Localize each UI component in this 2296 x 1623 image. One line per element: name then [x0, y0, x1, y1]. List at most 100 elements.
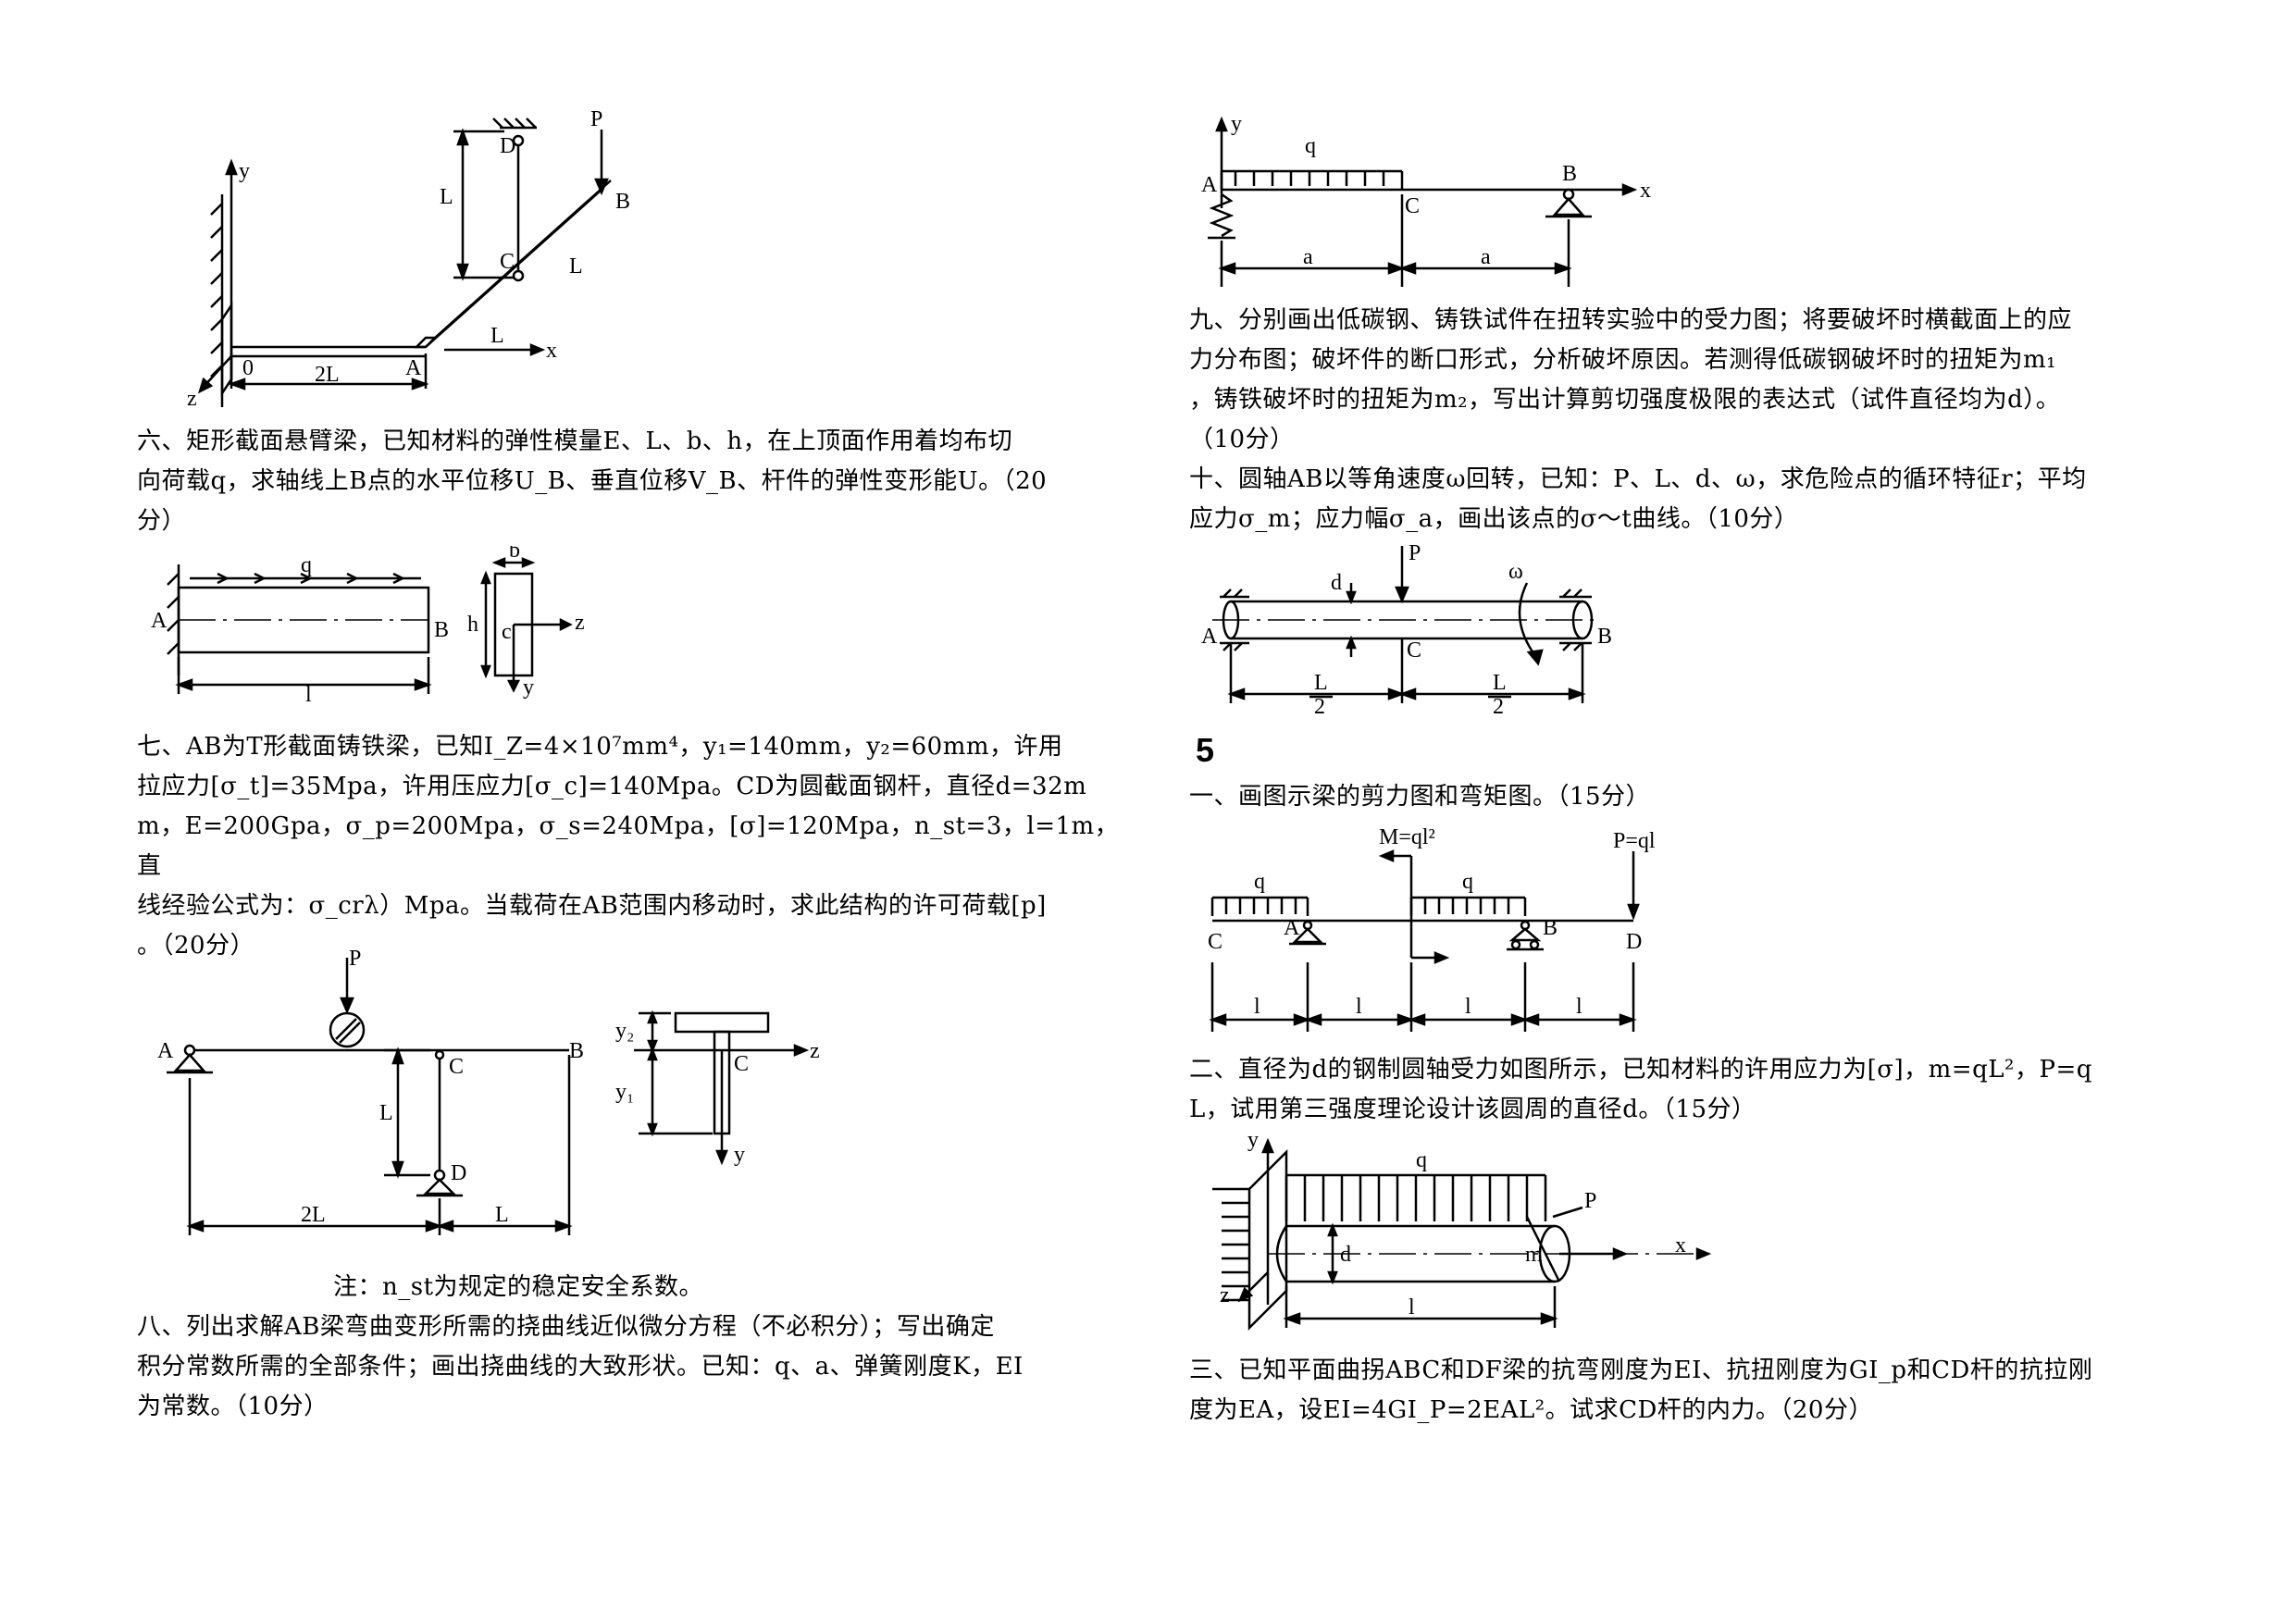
q2-line-2: L，试用第三强度理论设计该圆周的直径d。（15分）	[1189, 1096, 1756, 1123]
q8-line-3: 为常数。（10分）	[137, 1393, 329, 1420]
label-l: l	[1409, 1295, 1415, 1319]
question-1: 一、画图示梁的剪力图和弯矩图。（15分）	[1189, 777, 2189, 817]
label-2-right: 2	[1493, 695, 1504, 717]
label-x: x	[1640, 179, 1651, 203]
label-L-vertical: L	[440, 185, 453, 209]
note-nst: 注：n_st为规定的稳定安全系数。	[333, 1268, 703, 1307]
label-y: y	[1247, 1134, 1259, 1152]
label-2L: 2L	[315, 363, 340, 387]
figure-overhang-beam: M=ql² q q P=ql C A B D l l l l	[1208, 825, 1656, 1032]
label-l: l	[305, 683, 312, 703]
figure-t-beam: P A B C D L 2L L y₂ y₁ C z y	[157, 948, 820, 1235]
label-O: 0	[242, 356, 254, 380]
q9-line-3: ，铸铁破坏时的扭矩为m₂，写出计算剪切强度极限的表达式（试件直径均为d）。	[1189, 386, 2061, 414]
label-y1: y₁	[615, 1080, 634, 1104]
question-10: 十、圆轴AB以等角速度ω回转，已知：P、L、d、ω，求危险点的循环特征r；平均 …	[1189, 460, 2189, 539]
question-9: 九、分别画出低碳钢、铸铁试件在扭转实验中的受力图；将要破坏时横截面上的应 力分布…	[1189, 301, 2189, 460]
label-a-1: a	[1303, 245, 1313, 269]
q9-line-1: 九、分别画出低碳钢、铸铁试件在扭转实验中的受力图；将要破坏时横截面上的应	[1189, 306, 2073, 334]
label-y: y	[734, 1143, 745, 1167]
q10-line-2: 应力σ_m；应力幅σ_a，画出该点的σ～t曲线。（10分）	[1189, 505, 1799, 533]
section-number: 5	[1196, 731, 1215, 769]
figure-cantilever-shaft: y q P d m x z l	[1212, 1134, 1712, 1332]
label-B: B	[1597, 625, 1612, 649]
q6-line-1: 六、矩形截面悬臂梁，已知材料的弹性模量E、L、b、h，在上顶面作用着均布切	[137, 427, 1013, 455]
label-D: D	[500, 134, 515, 158]
figure-rotating-shaft: P d ω A B C L 2 L 2	[1201, 541, 1612, 717]
figure-spring-beam: y q A C B x a a	[1201, 116, 1651, 287]
question-6: 六、矩形截面悬臂梁，已知材料的弹性模量E、L、b、h，在上顶面作用着均布切 向荷…	[137, 422, 1127, 541]
label-C: C	[1407, 638, 1421, 663]
label-z: z	[810, 1039, 820, 1063]
label-B: B	[1543, 916, 1558, 940]
q7-line-5: 。（20分）	[137, 932, 255, 960]
label-d: d	[1331, 571, 1342, 595]
label-C: C	[1405, 194, 1420, 218]
label-y2: y₂	[615, 1019, 634, 1043]
label-M: M=ql²	[1379, 825, 1435, 849]
label-L-right: L	[1493, 671, 1507, 695]
q8-line-2: 积分常数所需的全部条件；画出挠曲线的大致形状。已知：q、a、弹簧刚度K，EI	[137, 1353, 1024, 1381]
label-P: P	[590, 111, 602, 131]
q1-line-1: 一、画图示梁的剪力图和弯矩图。（15分）	[1189, 783, 1651, 811]
label-q: q	[301, 553, 312, 577]
label-L-diag: L	[569, 254, 583, 279]
q7-line-1: 七、AB为T形截面铸铁梁，已知I_Z=4×10⁷mm⁴，y₁=140mm，y₂=…	[137, 733, 1063, 761]
label-D: D	[451, 1161, 466, 1185]
label-A: A	[1201, 173, 1218, 197]
label-B: B	[434, 618, 449, 642]
label-P: P	[1584, 1189, 1596, 1213]
label-A: A	[1201, 625, 1218, 649]
label-y: y	[1231, 116, 1242, 136]
label-q: q	[1416, 1148, 1427, 1172]
label-A: A	[157, 1039, 174, 1063]
question-7: 七、AB为T形截面铸铁梁，已知I_Z=4×10⁷mm⁴，y₁=140mm，y₂=…	[137, 727, 1127, 966]
label-x: x	[546, 339, 557, 363]
label-B: B	[615, 190, 630, 214]
label-P: P	[349, 948, 361, 971]
label-P: P=ql	[1613, 829, 1656, 853]
label-d: d	[1340, 1243, 1351, 1267]
figure-rect-cantilever: q A B l b h c z y	[151, 546, 585, 703]
label-y: y	[239, 159, 250, 183]
q3-line-2: 度为EA，设EI=4GI_P=2EAL²。试求CD杆的内力。（20分）	[1189, 1396, 1873, 1424]
label-y: y	[523, 675, 534, 700]
label-l-1: l	[1254, 995, 1260, 1019]
label-A: A	[151, 609, 168, 633]
label-z: z	[1220, 1283, 1230, 1307]
label-L-lower: L	[490, 324, 504, 348]
label-c: c	[502, 620, 512, 644]
label-q: q	[1305, 134, 1316, 158]
q2-line-1: 二、直径为d的钢制圆轴受力如图所示，已知材料的许用应力为[σ]，m=qL²，P=…	[1189, 1056, 2092, 1084]
question-8: 八、列出求解AB梁弯曲变形所需的挠曲线近似微分方程（不必积分）；写出确定 积分常…	[137, 1307, 1127, 1427]
q8-line-1: 八、列出求解AB梁弯曲变形所需的挠曲线近似微分方程（不必积分）；写出确定	[137, 1313, 995, 1341]
label-L-column: L	[379, 1101, 393, 1125]
q9-line-2: 力分布图；破坏件的断口形式，分析破坏原因。若测得低碳钢破坏时的扭矩为m₁	[1189, 346, 2057, 374]
note-text: 注：n_st为规定的稳定安全系数。	[333, 1273, 704, 1301]
label-omega: ω	[1508, 560, 1523, 584]
question-3: 三、已知平面曲拐ABC和DF梁的抗弯刚度为EI、抗扭刚度为GI_p和CD杆的抗拉…	[1189, 1351, 2189, 1431]
label-L-bottom: L	[495, 1203, 509, 1227]
label-C: C	[449, 1055, 464, 1079]
label-2L: 2L	[301, 1203, 326, 1227]
q6-line-2: 向荷载q，求轴线上B点的水平位移U_B、垂直位移V_B、杆件的弹性变形能U。（2…	[137, 467, 1048, 495]
label-q-right: q	[1462, 870, 1473, 894]
label-l-4: l	[1576, 995, 1582, 1019]
label-B: B	[569, 1039, 584, 1063]
label-A: A	[405, 356, 422, 380]
q7-line-2: 拉应力[σ_t]=35Mpa，许用压应力[σ_c]=140Mpa。CD为圆截面钢…	[137, 773, 1087, 800]
label-C-section: C	[734, 1052, 749, 1076]
label-x: x	[1675, 1233, 1686, 1258]
label-m: m	[1525, 1243, 1543, 1267]
label-l-2: l	[1356, 995, 1362, 1019]
label-A: A	[1284, 916, 1300, 940]
q10-line-1: 十、圆轴AB以等角速度ω回转，已知：P、L、d、ω，求危险点的循环特征r；平均	[1189, 465, 2087, 493]
figure-bent-cantilever: P D L C B L y 0 A L x z 2L	[187, 111, 630, 411]
label-L-left: L	[1314, 671, 1328, 695]
label-z: z	[575, 611, 585, 635]
label-D: D	[1626, 930, 1642, 954]
q7-line-3: m，E=200Gpa，σ_p=200Mpa，σ_s=240Mpa，[σ]=120…	[137, 812, 1120, 880]
label-B: B	[1562, 162, 1577, 186]
label-C: C	[1208, 930, 1222, 954]
label-q-left: q	[1254, 870, 1265, 894]
